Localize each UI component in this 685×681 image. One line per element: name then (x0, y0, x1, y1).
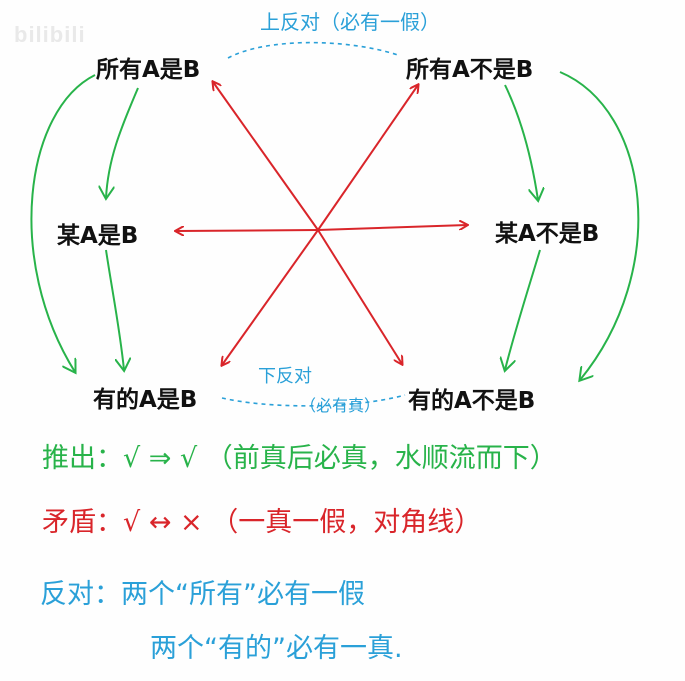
node-all-a-not-b: 所有A不是B (406, 57, 534, 83)
node-some-a-not-b: 某A不是B (495, 221, 600, 247)
arrow-horizontal (176, 230, 319, 231)
note-contrary-1: 反对：两个“所有”必有一假 (40, 579, 365, 610)
arrow-all-to-some-left (106, 87, 139, 198)
arrow-all-to-some-right (504, 84, 538, 200)
lower-contrary-label: 下反对 (258, 366, 312, 387)
arrow-outer-left (30, 74, 96, 372)
node-exist-a-not-b: 有的A不是B (408, 388, 536, 414)
lower-contrary-note: （必有真） (300, 396, 381, 415)
bilibili-watermark: bilibili (14, 22, 86, 47)
arrow-tr-bl (317, 85, 418, 231)
node-exist-a-is-b: 有的A是B (93, 387, 198, 413)
node-some-a-is-b: 某A是B (57, 223, 139, 249)
note-contradiction: 矛盾：√ ↔ × （一真一假，对角线） (42, 507, 482, 538)
note-contrary-2: 两个“有的”必有一真. (150, 633, 403, 664)
lower-contrary-link (221, 394, 406, 407)
arrow-some-to-exist-left (105, 249, 124, 370)
blue-dashed (221, 41, 406, 407)
upper-contrary-label: 上反对（必有一假） (260, 10, 440, 34)
red-arrows (176, 82, 467, 365)
arrow-outer-right (559, 71, 640, 380)
node-all-a-is-b: 所有A是B (96, 57, 201, 83)
arrow-some-to-exist-right (505, 249, 541, 370)
note-inference: 推出：√ ⇒ √ （前真后必真，水顺流而下） (42, 443, 557, 474)
arrow-tl-br (213, 82, 319, 231)
upper-contrary-link (227, 41, 399, 59)
green-arrows (30, 71, 640, 380)
